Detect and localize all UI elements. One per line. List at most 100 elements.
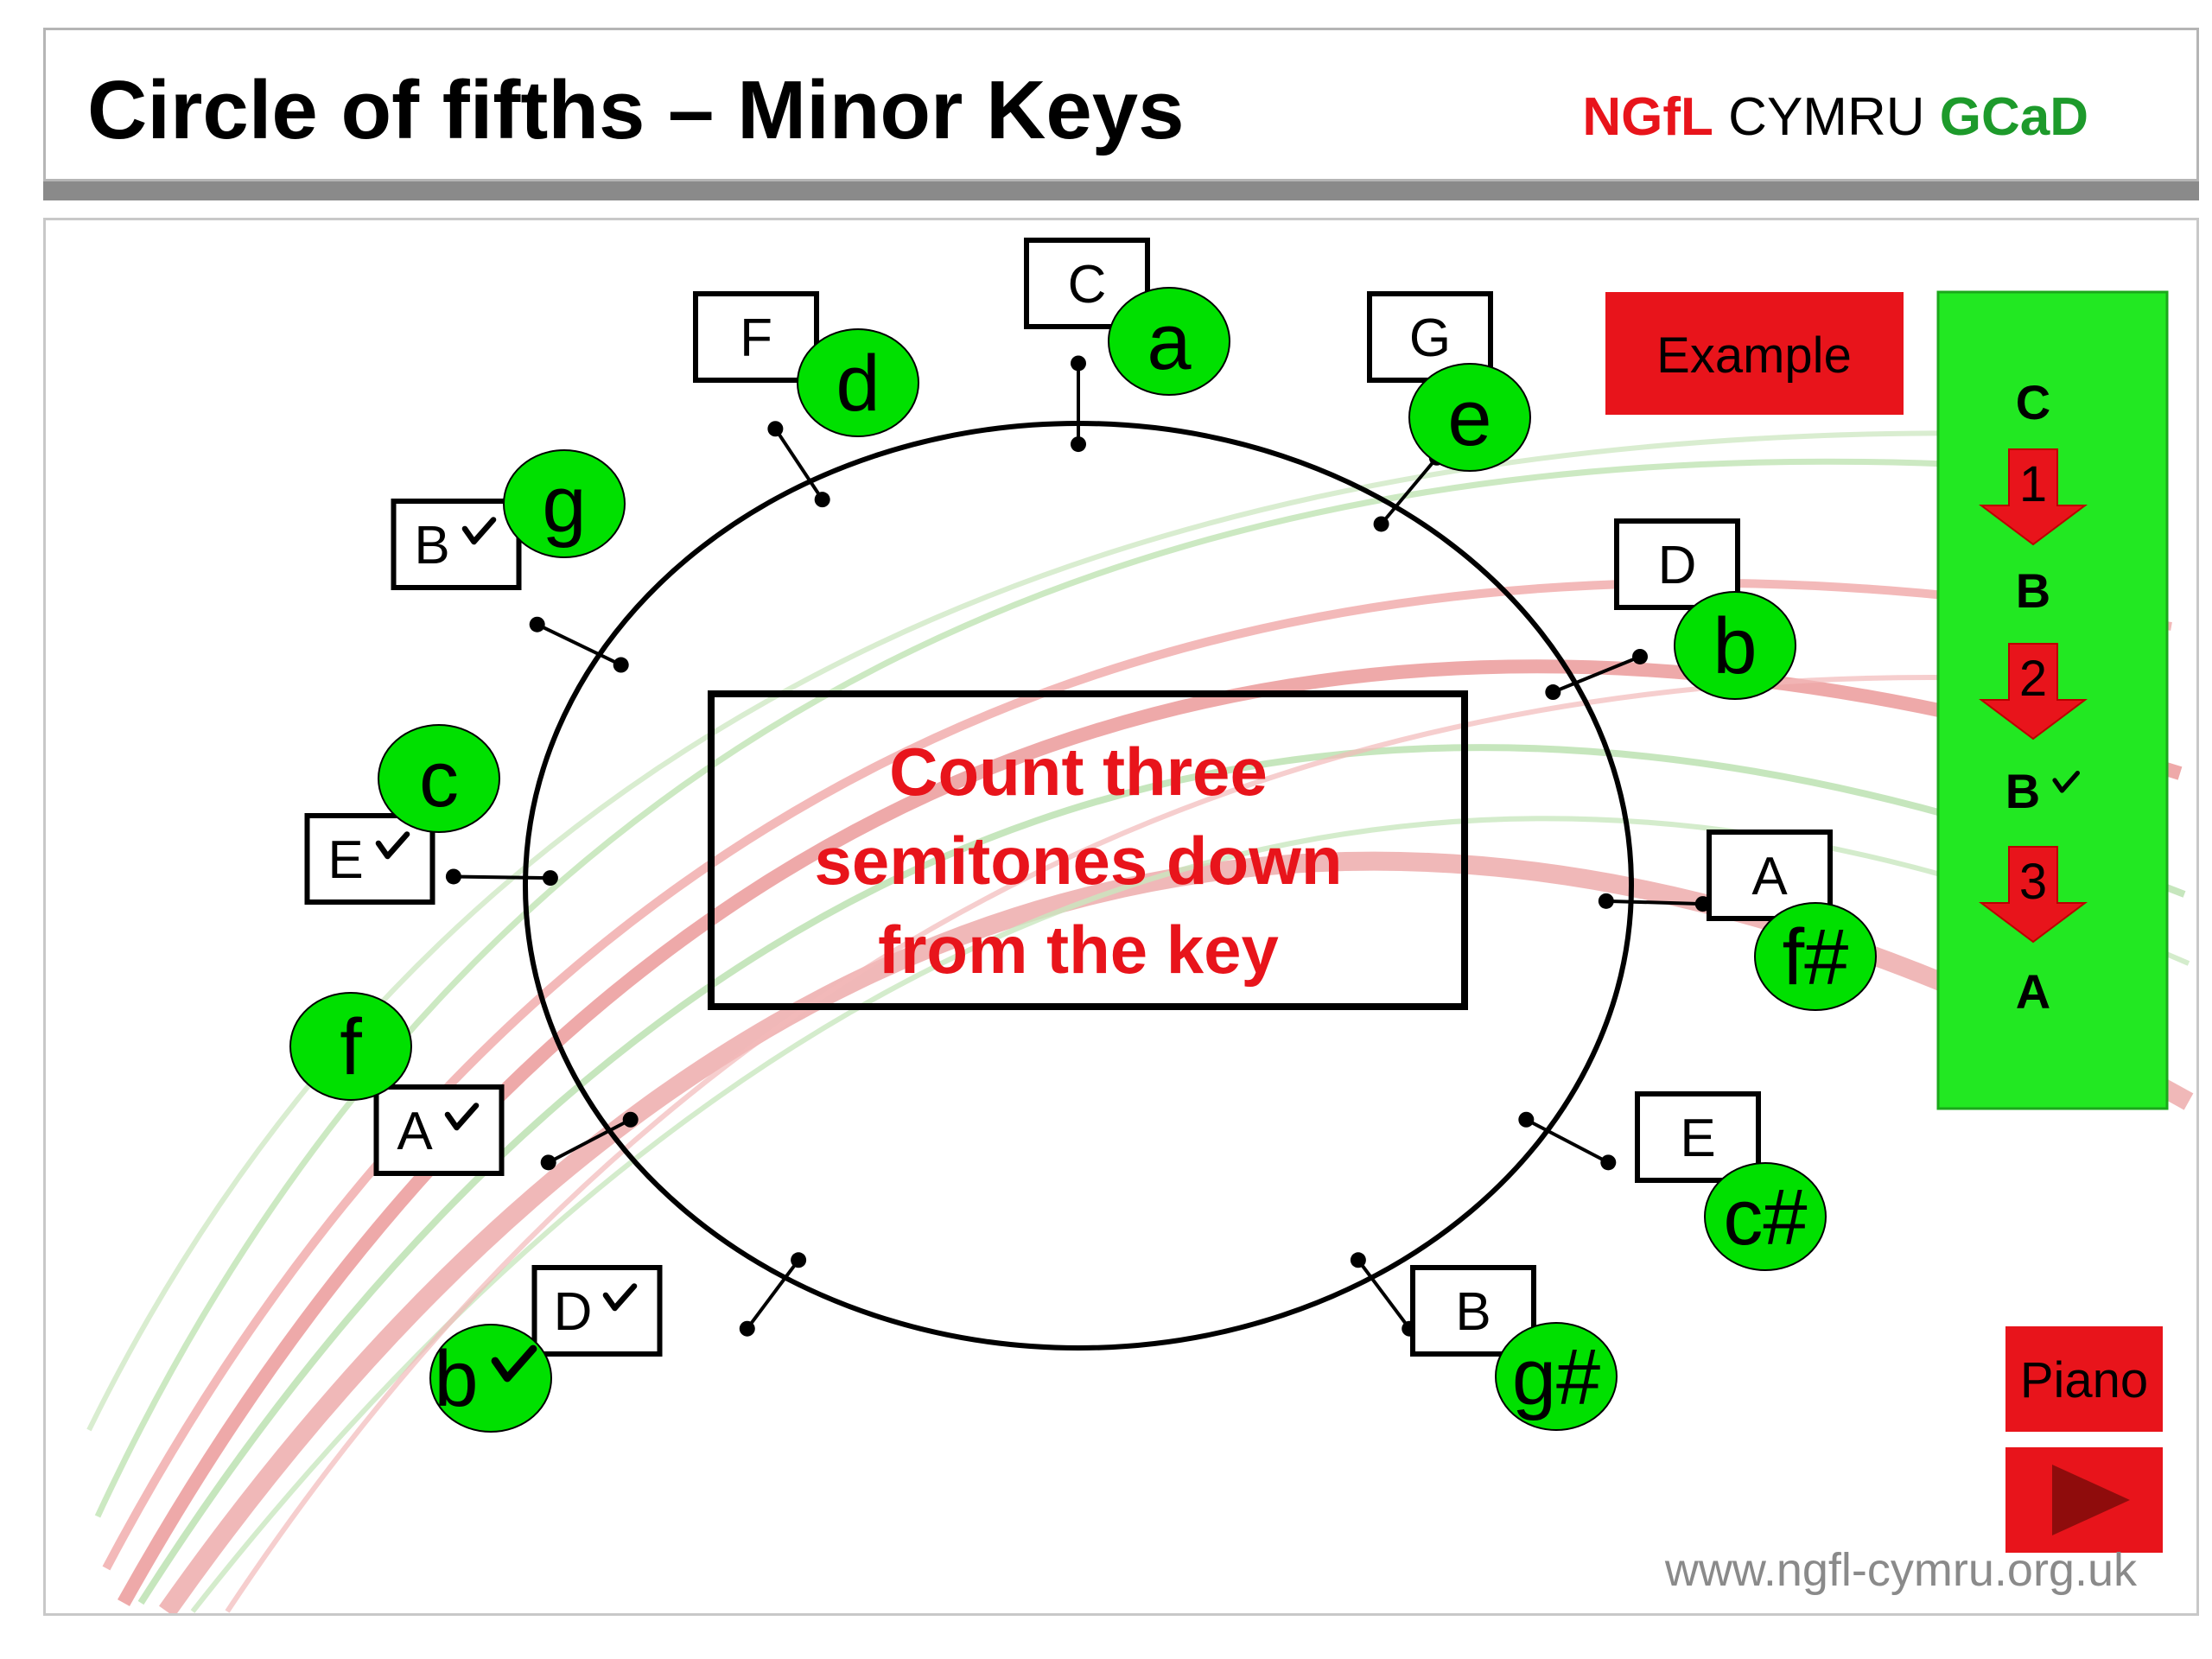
key-group[interactable]: Fd [693, 291, 919, 508]
flat-icon [375, 831, 410, 860]
connector-dot [1518, 1111, 1535, 1128]
minor-key-label: f [340, 1003, 362, 1091]
brand-gcad: GCaD [1939, 87, 2088, 147]
connector-dot [1350, 1252, 1366, 1268]
major-key-box [1614, 518, 1740, 610]
key-connector [1380, 456, 1439, 525]
down-arrow-icon [1979, 846, 2088, 944]
center-box: Count three semitones down from the key [708, 690, 1468, 1010]
major-key-label: D [554, 1282, 593, 1342]
minor-key-label: f# [1783, 913, 1849, 1001]
major-key-label: D [1658, 536, 1697, 595]
down-arrow-icon [1979, 448, 2088, 546]
key-connector [773, 428, 824, 501]
example-button[interactable]: Example [1605, 292, 1904, 415]
minor-key-circle [1495, 1322, 1618, 1431]
key-group[interactable]: Ca [1024, 238, 1230, 453]
major-key-label: A [397, 1102, 433, 1161]
play-icon [2052, 1465, 2130, 1535]
minor-key-circle [1754, 902, 1877, 1011]
minor-key-label: b [1713, 602, 1757, 690]
connector-dot [540, 1154, 556, 1171]
connector-dot [791, 1252, 807, 1268]
connector-dot [1598, 893, 1614, 909]
connector-dot [445, 868, 461, 885]
example-button-label: Example [1656, 327, 1852, 384]
minor-key-label: g [542, 461, 586, 549]
piano-button[interactable]: Piano [2005, 1326, 2163, 1432]
minor-key-label: e [1447, 374, 1491, 462]
major-key-box [304, 813, 435, 905]
minor-key-circle [378, 724, 500, 833]
key-group[interactable]: Af [289, 992, 639, 1176]
major-key-box [1635, 1091, 1761, 1183]
minor-key-circle [503, 449, 626, 558]
center-line-3: from the key [878, 912, 1279, 988]
flat-icon [491, 1344, 537, 1382]
page-title: Circle of fifths – Minor Keys [87, 64, 1185, 156]
minor-key-circle [1108, 287, 1230, 396]
connector-dot [739, 1320, 755, 1337]
major-key-label: G [1409, 308, 1451, 368]
connector-dot [1071, 436, 1086, 453]
brand-cymru: CYMRU [1728, 87, 1925, 147]
flat-icon [2052, 770, 2081, 793]
connector-dot [1632, 648, 1649, 664]
semitone-step-note: B [2005, 764, 2040, 818]
semitone-step-note: A [2016, 964, 2050, 1019]
minor-key-circle [1674, 591, 1796, 700]
key-group[interactable]: Ge [1367, 291, 1531, 532]
minor-key-label: b [434, 1335, 478, 1423]
key-connector [536, 622, 622, 667]
key-group[interactable]: Ec# [1518, 1091, 1827, 1271]
major-key-label: B [414, 516, 449, 575]
major-key-label: A [1751, 847, 1788, 906]
semitone-step-number: 3 [2019, 854, 2047, 910]
connector-dot [529, 616, 545, 632]
play-button[interactable] [2005, 1447, 2163, 1553]
down-arrow-icon [1979, 643, 2088, 741]
key-connector [746, 1259, 800, 1330]
key-connector [453, 874, 550, 880]
major-key-label: B [1455, 1282, 1491, 1342]
minor-key-label: d [836, 340, 880, 428]
key-connector [1525, 1117, 1610, 1165]
minor-key-label: g# [1512, 1333, 1600, 1421]
key-group[interactable]: Ec [304, 724, 558, 905]
key-group[interactable]: Db [1545, 518, 1796, 701]
major-key-label: C [1068, 255, 1107, 315]
minor-key-circle [1408, 363, 1531, 472]
connector-dot [1545, 684, 1561, 701]
piano-button-label: Piano [2020, 1352, 2148, 1408]
header-shadow [43, 181, 2199, 200]
circle-of-fifths-diagram: Count three semitones down from the key … [86, 238, 2194, 1613]
center-line-1: Count three [889, 734, 1268, 810]
key-group[interactable]: Af# [1598, 830, 1877, 1011]
major-key-label: E [1680, 1109, 1715, 1168]
minor-key-circle [1704, 1162, 1827, 1271]
key-group[interactable]: Db [429, 1252, 807, 1433]
flat-icon [602, 1283, 638, 1312]
minor-key-circle [429, 1324, 552, 1433]
key-group[interactable]: Bg# [1350, 1252, 1618, 1431]
minor-key-label: c [419, 735, 459, 823]
connector-dot [613, 657, 629, 673]
minor-key-circle [289, 992, 412, 1101]
connector-dot [1373, 516, 1389, 532]
minor-key-label: a [1147, 298, 1192, 386]
connector-dot [814, 492, 830, 508]
diagram-panel: Count three semitones down from the key … [43, 218, 2199, 1616]
background-swooshes [86, 430, 2194, 1613]
major-key-box [391, 499, 522, 590]
footer-url: www.ngfl-cymru.org.uk [1664, 1544, 2138, 1596]
semitone-step-note: B [2016, 563, 2050, 618]
major-key-box [1707, 830, 1833, 921]
connector-dot [542, 870, 558, 887]
key-connector [1605, 899, 1703, 906]
major-key-label: F [740, 308, 772, 368]
major-key-label: E [327, 830, 363, 890]
